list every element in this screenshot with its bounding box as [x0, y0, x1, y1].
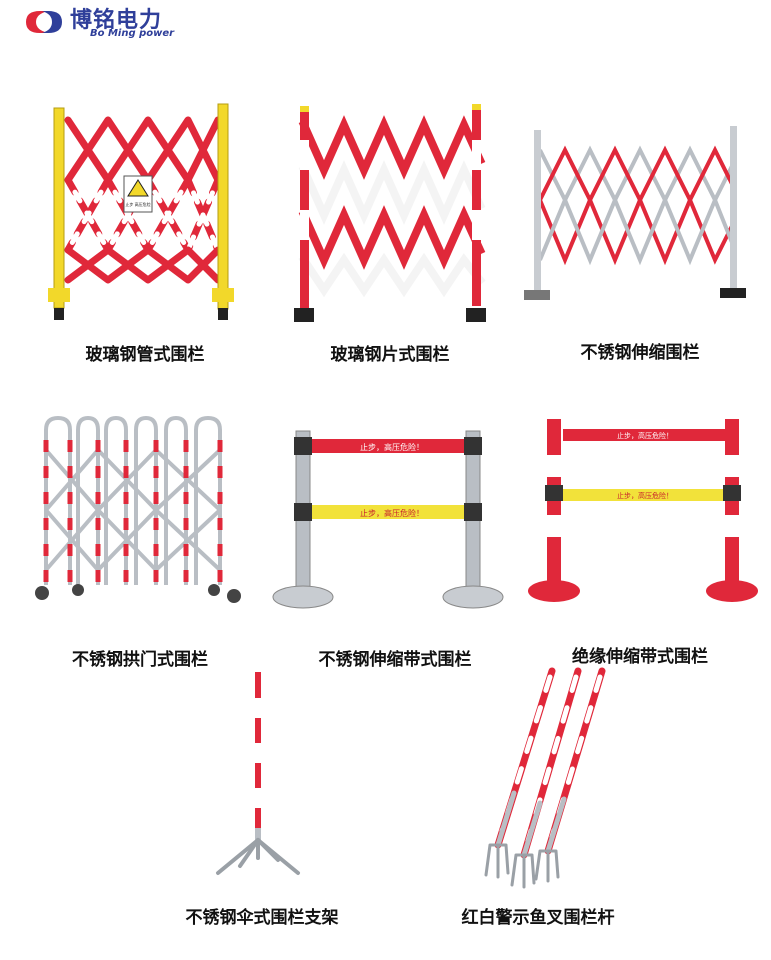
umbrella-stand-icon: [216, 672, 300, 875]
product-card-7[interactable]: [210, 668, 310, 888]
brand-logo: 博铭电力 Bo Ming power: [22, 2, 192, 42]
product-card-2[interactable]: [290, 100, 490, 330]
brand-tagline: Bo Ming power: [90, 28, 175, 39]
red-white-belt-posts-icon: 止步，高压危险！ 止步，高压危险！: [528, 419, 758, 602]
brand-name: 博铭电力: [70, 8, 163, 33]
product-label-6: 绝缘伸缩带式围栏: [572, 647, 708, 667]
belt-text-top: 止步，高压危险！: [360, 442, 424, 452]
sign-text: 止步 高压危险: [125, 201, 150, 207]
product-label-7: 不锈钢伞式围栏支架: [185, 908, 339, 928]
product-card-6[interactable]: 止步，高压危险！ 止步，高压危险！: [525, 415, 760, 610]
product-label-2: 玻璃钢片式围栏: [330, 345, 450, 365]
product-card-3[interactable]: [520, 120, 750, 310]
logo-mark-icon: [26, 11, 62, 33]
stainless-scissor-fence-icon: [524, 126, 746, 300]
yellow-red-scissor-fence-icon: 止步 高压危险: [48, 103, 234, 320]
belt-text-yellow: 止步，高压危险！: [617, 491, 673, 500]
fork-poles-icon: [484, 667, 606, 889]
product-label-1: 玻璃钢管式围栏: [85, 345, 205, 365]
product-label-5: 不锈钢伸缩带式围栏: [318, 650, 472, 670]
belt-text-bottom: 止步，高压危险！: [360, 508, 424, 518]
product-card-5[interactable]: 止步，高压危险！ 止步，高压危险！: [270, 425, 510, 615]
stainless-belt-posts-icon: 止步，高压危险！ 止步，高压危险！: [272, 430, 504, 609]
arch-scissor-fence-icon: [35, 415, 241, 603]
red-white-scissor-fence-icon: [294, 104, 486, 322]
product-label-3: 不锈钢伸缩围栏: [580, 343, 700, 363]
product-label-4: 不锈钢拱门式围栏: [72, 650, 208, 670]
product-card-4[interactable]: [28, 410, 248, 610]
product-label-8: 红白警示鱼叉围栏杆: [461, 908, 615, 928]
belt-text-red: 止步，高压危险！: [617, 431, 673, 440]
product-card-1[interactable]: 止步 高压危险: [40, 100, 240, 330]
product-card-8[interactable]: [470, 665, 610, 890]
